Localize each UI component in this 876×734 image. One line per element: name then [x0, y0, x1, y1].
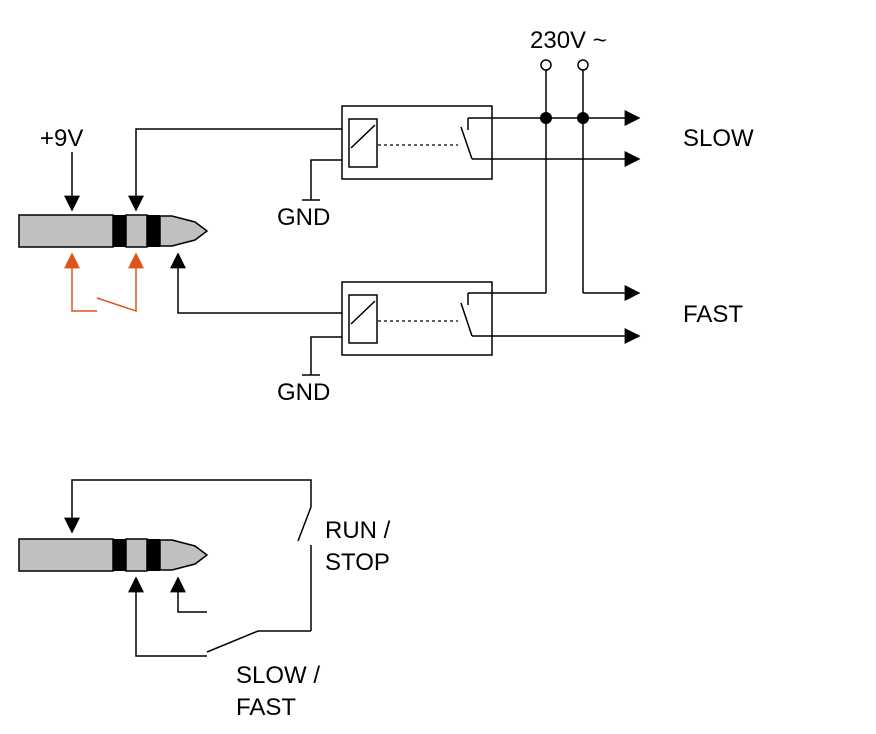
slow-fast-switch — [128, 576, 311, 657]
slow-fast-label-line1: SLOW / — [236, 662, 320, 689]
gnd-bottom-label: GND — [277, 379, 330, 406]
relay-bottom — [341, 281, 493, 356]
gnd-top-label: GND — [277, 204, 330, 231]
run-stop-label-line2: STOP — [325, 549, 390, 576]
gnd-bottom-symbol — [302, 336, 342, 376]
gnd-top-symbol — [302, 159, 342, 201]
trs-plug-bottom — [18, 538, 209, 572]
fast-output-label: FAST — [683, 301, 743, 328]
plus9v-label: +9V — [40, 125, 83, 152]
run-stop-label-line1: RUN / — [325, 517, 391, 544]
bridge-highlight — [64, 252, 144, 313]
supply-terminals — [540, 59, 589, 293]
slow-output-label: SLOW — [683, 125, 754, 152]
trs-plug-top — [18, 214, 209, 248]
run-stop-switch — [64, 479, 312, 631]
relay-top — [341, 105, 493, 180]
slow-fast-label-line2: FAST — [236, 694, 296, 721]
supply-label: 230V ~ — [530, 27, 607, 54]
